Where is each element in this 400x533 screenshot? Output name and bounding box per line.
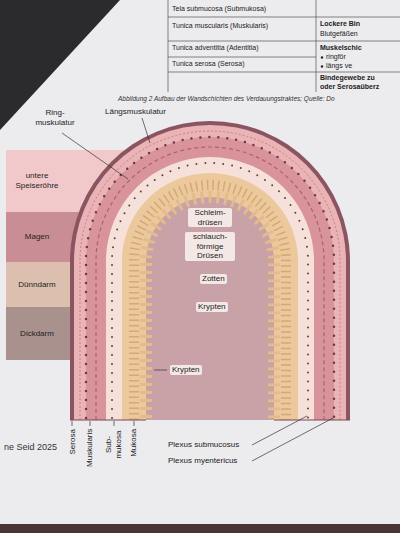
layer-label: Muskularis bbox=[85, 429, 95, 467]
table-cell: Bindegewebe zu bbox=[320, 74, 375, 82]
table-cell: längs ve bbox=[326, 62, 352, 70]
table-cell: Blutgefäßen bbox=[320, 30, 358, 38]
region-band: Magen bbox=[6, 212, 68, 262]
table-cell: Tunica adventitia (Adentitia) bbox=[172, 44, 259, 52]
leader-line bbox=[62, 118, 333, 461]
table-cell: Muskelschic bbox=[320, 44, 362, 52]
structure-label: Zotten bbox=[200, 274, 227, 284]
layer-label: Serosa bbox=[67, 429, 77, 454]
desk-edge bbox=[0, 524, 400, 533]
bullet bbox=[321, 56, 323, 58]
table-cell: oder Serosaüberz bbox=[320, 83, 379, 91]
table-cell: Lockere Bin bbox=[320, 20, 360, 28]
table-grid bbox=[168, 0, 400, 92]
region-band: Dünndarm bbox=[6, 262, 68, 307]
region-name: Magen bbox=[25, 232, 49, 242]
table-cell: Tela submucosa (Submukosa) bbox=[172, 5, 266, 13]
dark-background bbox=[0, 0, 120, 130]
structure-label: Krypten bbox=[196, 302, 228, 312]
figure-caption: Abbildung 2 Aufbau der Wandschichten des… bbox=[118, 95, 335, 103]
structure-label: Ring- muskulatur bbox=[30, 108, 80, 127]
layer-label: Sub- mukosa bbox=[104, 429, 123, 459]
region-band: Dickdarm bbox=[6, 307, 68, 360]
table-cell: Tunica muscularis (Muskularis) bbox=[172, 22, 268, 30]
plexus-label: Plexus myentericus bbox=[168, 456, 237, 466]
plexus-label: Plexus submucosus bbox=[168, 440, 239, 450]
table-cell: Tunica serosa (Serosa) bbox=[172, 60, 245, 68]
layer-label: Mukosa bbox=[129, 429, 139, 457]
structure-label: schlauch- förmige Drüsen bbox=[185, 232, 235, 261]
region-name: Dickdarm bbox=[20, 329, 54, 339]
bullet bbox=[321, 65, 323, 67]
structure-label: Längsmuskulatur bbox=[105, 107, 166, 117]
page-footer: ne Seid 2025 bbox=[4, 442, 57, 453]
table-cell: ringför bbox=[326, 53, 346, 61]
region-name: Dünndarm bbox=[18, 280, 55, 290]
region-name: untere Speiseröhre bbox=[8, 171, 66, 190]
tube-layers bbox=[70, 121, 350, 420]
structure-label: Schleim- drüsen bbox=[188, 208, 232, 227]
structure-label: Krypten bbox=[170, 365, 202, 375]
region-band: untere Speiseröhre bbox=[6, 150, 68, 212]
